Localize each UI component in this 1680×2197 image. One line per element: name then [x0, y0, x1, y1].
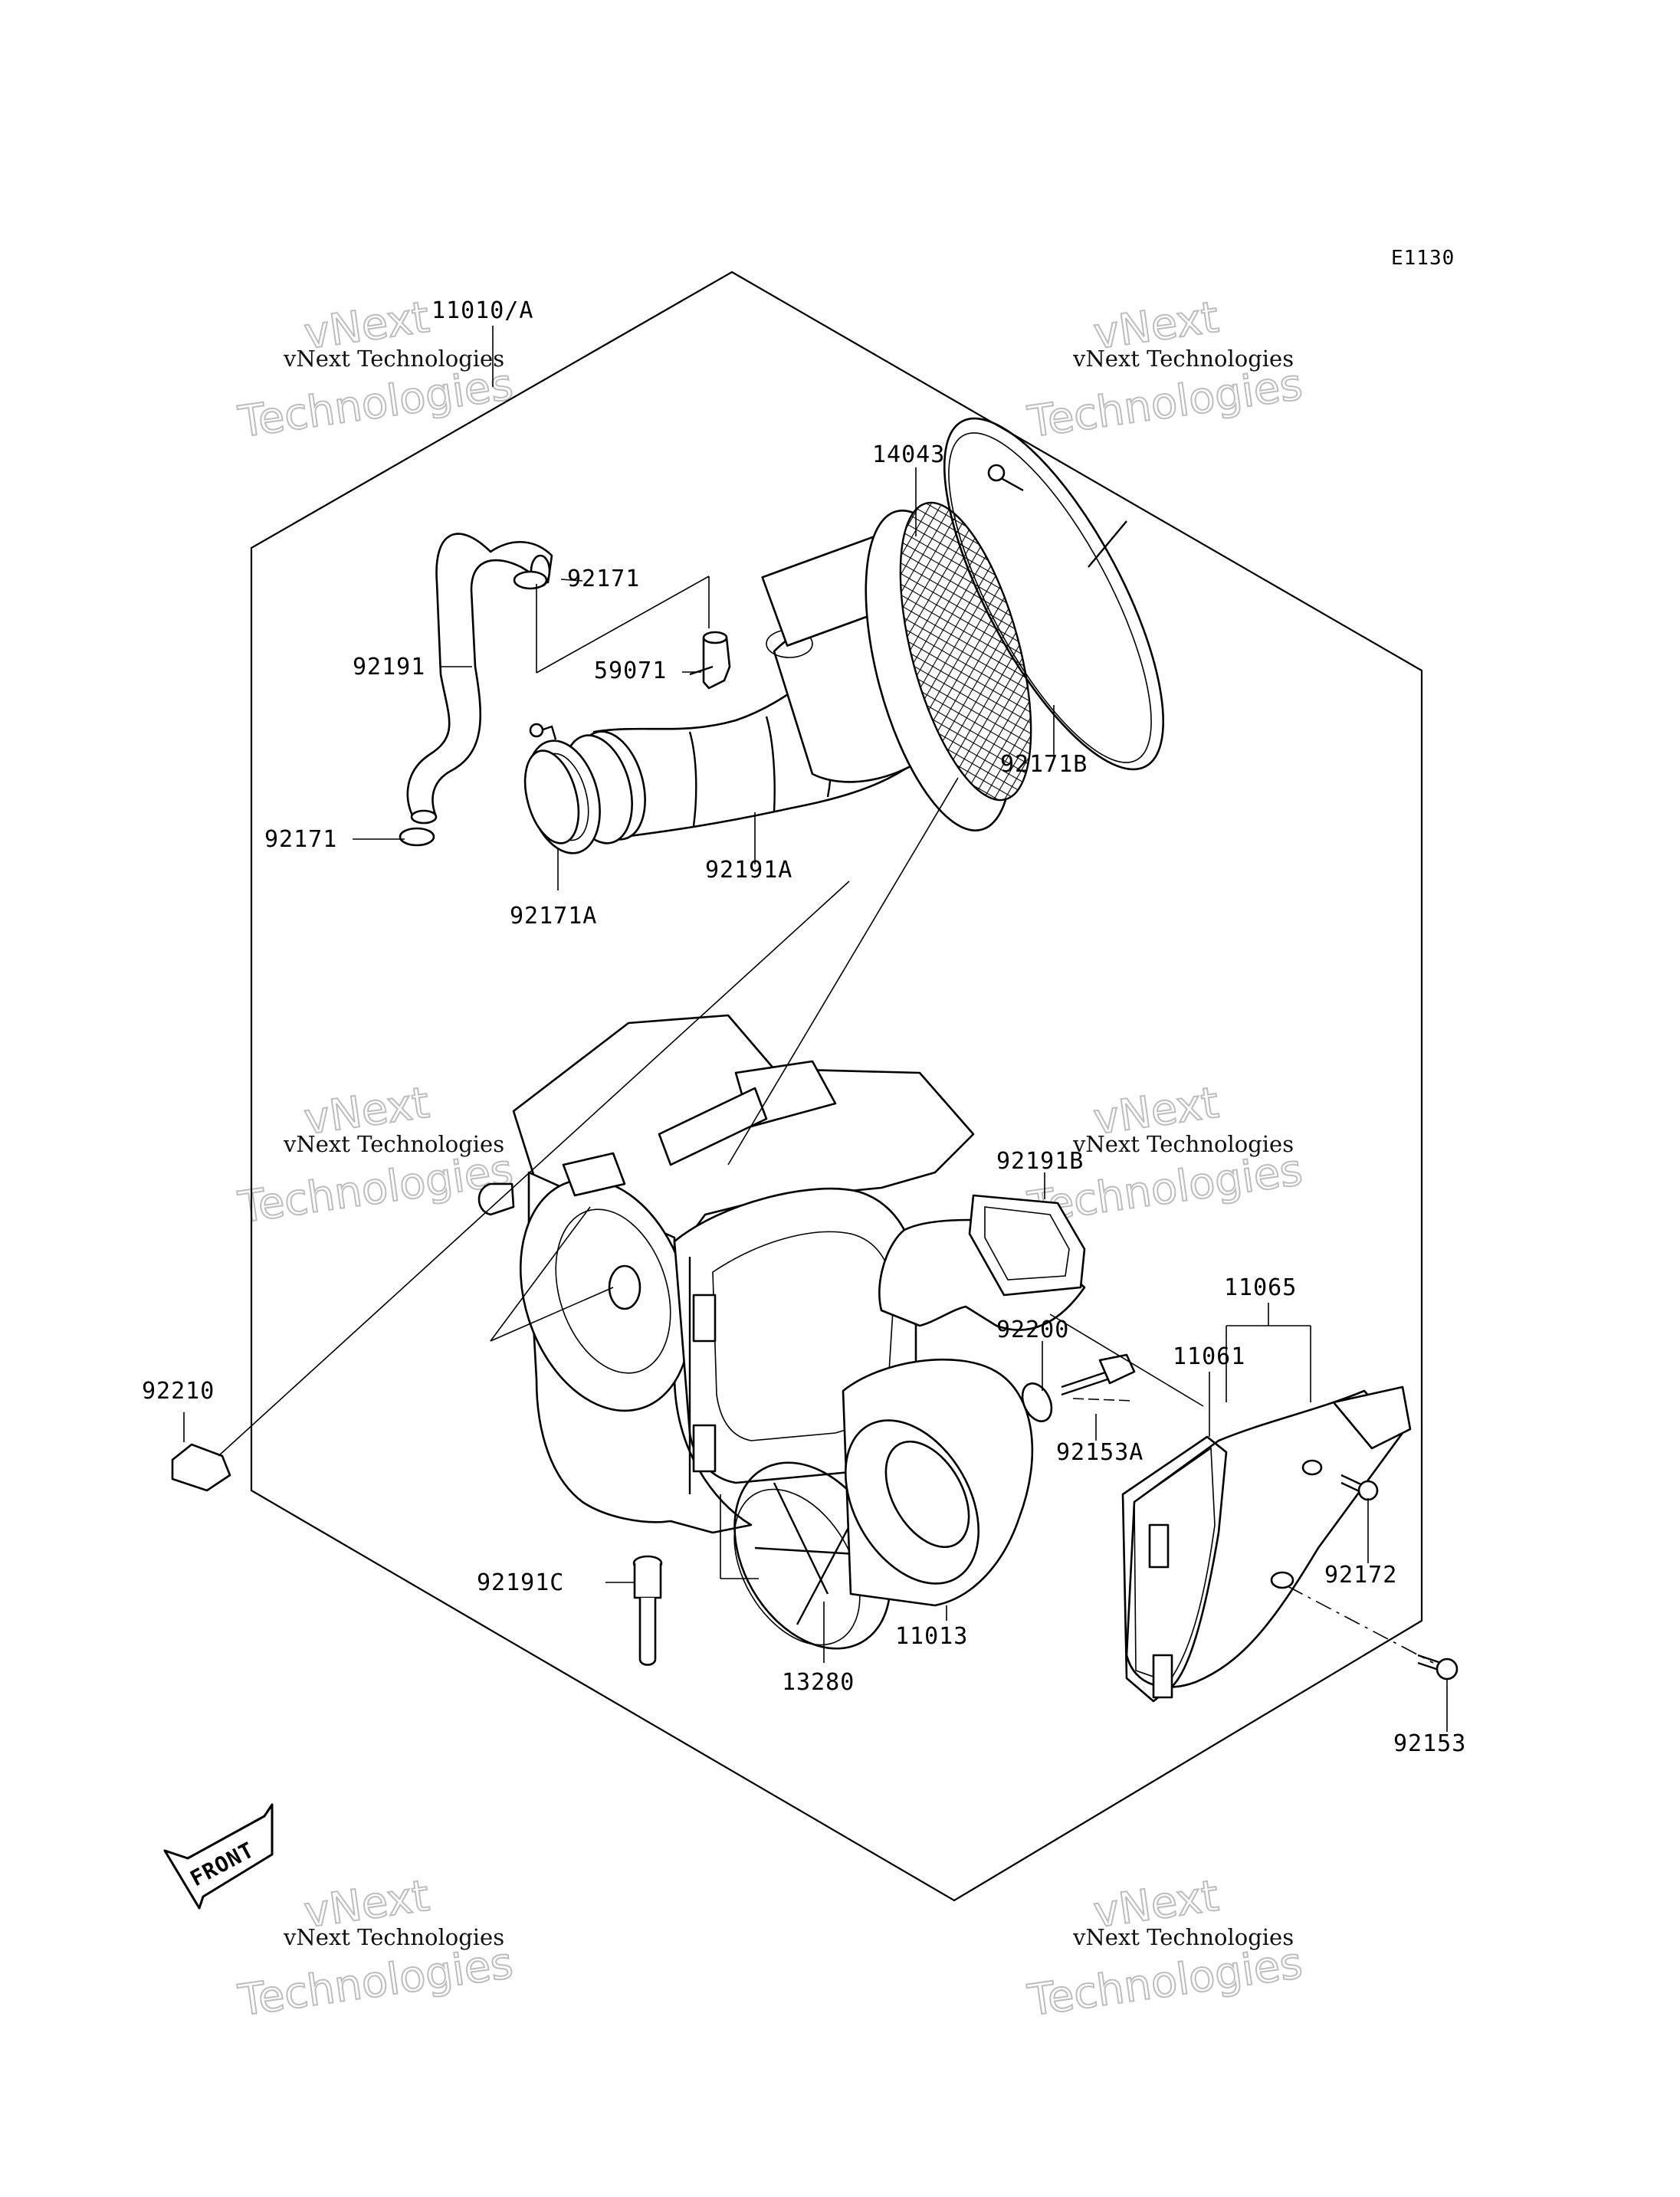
assembly-outline	[250, 271, 1423, 1902]
duct-b	[878, 1194, 1086, 1331]
fitting	[689, 631, 731, 690]
svg-text:Technologies: Technologies	[1025, 1938, 1305, 2026]
svg-text:vNext Technologies: vNext Technologies	[283, 1131, 504, 1157]
svg-text:Technologies: Technologies	[235, 359, 516, 448]
watermark-bottom-left: vNext vNext Technologies Technologies	[235, 1871, 517, 2027]
label-element-frame: 13280	[782, 1669, 855, 1696]
svg-text:Technologies: Technologies	[1025, 359, 1305, 448]
clamp-a	[523, 723, 580, 844]
svg-text:vNext Technologies: vNext Technologies	[1072, 346, 1294, 372]
label-clamp-upper: 92171	[567, 566, 640, 592]
diagram-code: E1130	[1391, 247, 1455, 270]
front-arrow: FRONT	[163, 1803, 274, 1910]
label-intake-duct: 92191A	[705, 857, 792, 884]
watermark-mid-left: vNext vNext Technologies Technologies	[235, 1077, 517, 1234]
label-duct-b: 92191B	[996, 1148, 1084, 1175]
label-grommet: 92200	[996, 1317, 1069, 1343]
label-cover-screw: 92172	[1324, 1562, 1397, 1589]
label-breather-hose: 92191	[353, 654, 425, 680]
svg-text:vNext Technologies: vNext Technologies	[283, 1924, 504, 1950]
label-bolt: 92153	[1393, 1730, 1466, 1757]
label-bracket: 92210	[142, 1378, 215, 1405]
svg-text:Technologies: Technologies	[235, 1145, 516, 1233]
label-clamp-lower: 92171	[264, 826, 337, 853]
clamp-upper	[513, 570, 548, 590]
leader-lines	[183, 326, 1448, 1732]
label-cover-gasket: 11061	[1173, 1343, 1245, 1370]
svg-text:vNext Technologies: vNext Technologies	[1072, 1924, 1294, 1950]
filter-screen	[865, 501, 1032, 832]
label-clamp-a: 92171A	[510, 903, 597, 930]
label-bolt-a: 92153A	[1056, 1439, 1144, 1466]
label-fitting: 59071	[594, 657, 667, 684]
bolt-a	[1061, 1353, 1136, 1396]
bracket	[171, 1443, 231, 1492]
label-filter-screen: 14043	[872, 441, 945, 468]
grommet	[1021, 1382, 1053, 1422]
label-clamp-b: 92171B	[1000, 751, 1088, 778]
clamp-b	[943, 417, 1165, 771]
label-drain-plug: 92191C	[477, 1569, 564, 1596]
svg-text:vNext Technologies: vNext Technologies	[1072, 1131, 1294, 1157]
bolt	[1417, 1654, 1459, 1681]
filter-element	[842, 1358, 1034, 1607]
label-cover-assy: 11065	[1224, 1274, 1297, 1301]
watermark-bottom-right: vNext vNext Technologies Technologies	[1024, 1871, 1306, 2027]
label-filter-element: 11013	[895, 1623, 968, 1650]
clamp-lower	[399, 827, 435, 847]
watermark-top-right: vNext vNext Technologies Technologies	[1024, 292, 1306, 448]
svg-text:Technologies: Technologies	[235, 1938, 516, 2026]
svg-text:vNext Technologies: vNext Technologies	[283, 346, 504, 372]
label-assembly: 11010/A	[431, 297, 533, 324]
drain-plug	[632, 1555, 663, 1666]
cover-gasket	[1121, 1435, 1228, 1703]
